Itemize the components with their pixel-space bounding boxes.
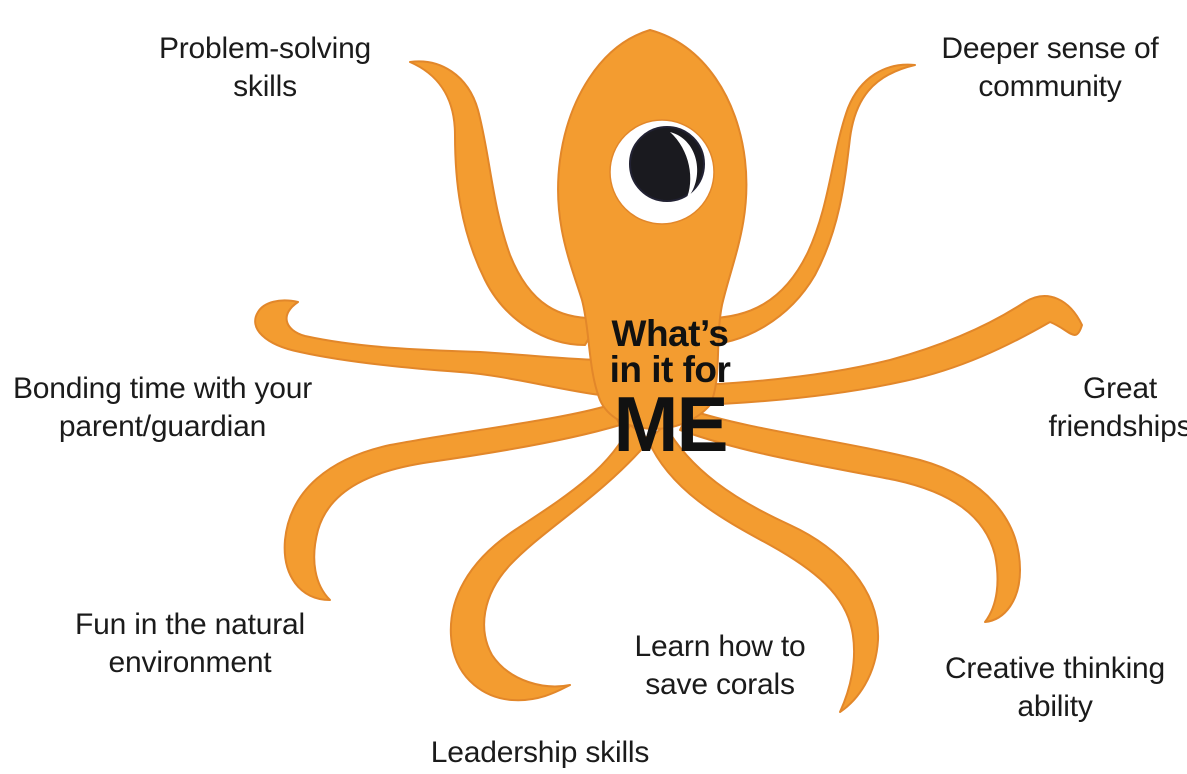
octopus-head	[557, 29, 748, 430]
label-bonding-line1: Bonding time with your	[12, 372, 313, 405]
label-bonding: Bonding time with your parent/guardian	[0, 370, 325, 446]
label-friendships: Great friendships	[1045, 370, 1187, 446]
tentacle-mid-left	[254, 299, 606, 396]
tentacle-lower-left	[283, 404, 621, 601]
label-problem-solving-line2: skills	[233, 70, 297, 103]
label-problem-solving: Problem-solving skills	[140, 30, 390, 106]
label-fun-nature: Fun in the natural environment	[50, 606, 330, 682]
center-title: What’s in it for ME	[590, 313, 750, 468]
label-community: Deeper sense of community	[930, 30, 1170, 106]
center-title-line2: in it for	[609, 349, 731, 390]
tentacle-bottom-left	[449, 424, 651, 702]
label-save-corals: Learn how to save corals	[610, 628, 830, 704]
tentacle-bottom-right	[647, 424, 880, 713]
center-title-line3: ME	[613, 380, 729, 468]
tentacle-lower-right	[679, 409, 1021, 623]
label-leadership: Leadership skills	[395, 734, 685, 772]
tentacle-mid-right	[699, 295, 1083, 406]
label-corals-line1: Learn how to	[634, 630, 806, 663]
label-friendships-line2: friendships	[1048, 410, 1187, 443]
label-problem-solving-line1: Problem-solving	[158, 32, 372, 65]
label-community-line1: Deeper sense of	[941, 32, 1159, 65]
center-title-line1: What’s	[611, 313, 729, 354]
label-fun-line2: environment	[108, 646, 272, 679]
label-leadership-line1: Leadership skills	[430, 736, 650, 769]
label-friendships-line1: Great	[1082, 372, 1158, 405]
label-bonding-line2: parent/guardian	[58, 410, 267, 443]
tentacle-top-right	[699, 63, 916, 346]
label-creative-line1: Creative thinking	[944, 652, 1166, 685]
tentacle-top-left	[409, 60, 601, 346]
label-creative-line2: ability	[1017, 690, 1093, 723]
label-fun-line1: Fun in the natural	[75, 608, 305, 641]
label-creative-thinking: Creative thinking ability	[935, 650, 1175, 726]
label-community-line2: community	[978, 70, 1122, 103]
pupil-highlight	[670, 132, 698, 200]
label-corals-line2: save corals	[645, 668, 795, 701]
